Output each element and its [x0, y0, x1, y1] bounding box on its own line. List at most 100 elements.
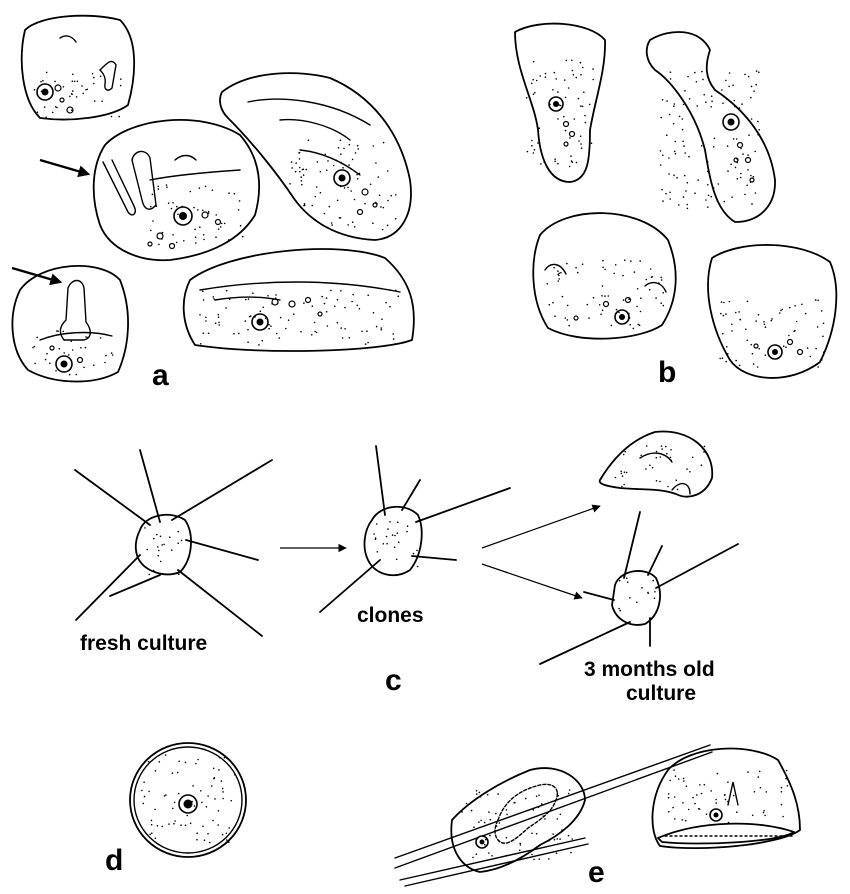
- stipple-dot: [764, 814, 766, 817]
- stipple-dot: [789, 306, 791, 309]
- stipple-dot: [68, 373, 71, 376]
- stipple-dot: [192, 785, 194, 787]
- caption-clones: clones: [357, 604, 424, 627]
- stipple-dot: [142, 802, 145, 805]
- stipple-dot: [672, 122, 675, 125]
- stipple-dot: [416, 549, 418, 552]
- stipple-dot: [392, 338, 395, 340]
- stipple-dot: [699, 784, 701, 786]
- stipple-dot: [194, 228, 196, 231]
- stipple-dot: [387, 199, 389, 202]
- stipple-dot: [91, 72, 94, 75]
- stipple-dot: [695, 81, 698, 83]
- stipple-dot: [676, 488, 679, 491]
- stipple-dot: [239, 224, 242, 227]
- stipple-dot: [546, 283, 549, 285]
- stipple-dot: [165, 794, 167, 796]
- stipple-dot: [725, 79, 727, 82]
- fiber: [394, 744, 713, 869]
- panel-b-label: b: [658, 356, 676, 389]
- stipple-dot: [715, 802, 717, 804]
- stipple-dot: [225, 832, 228, 835]
- stipple-dot: [328, 205, 331, 208]
- stipple-dot: [75, 373, 78, 376]
- stipple-dot: [725, 313, 727, 315]
- stipple-dot: [757, 133, 759, 136]
- stipple-dot: [336, 321, 339, 324]
- stipple-dot: [337, 147, 340, 149]
- stipple-dot: [157, 546, 159, 548]
- stipple-dot: [653, 597, 656, 599]
- stipple-dot: [571, 838, 573, 840]
- stipple-dot: [535, 795, 538, 798]
- stipple-dot: [156, 533, 158, 536]
- stipple-dot: [311, 334, 313, 336]
- stipple-dot: [406, 525, 409, 527]
- stipple-dot: [780, 786, 783, 789]
- stipple-dot: [197, 758, 199, 761]
- stipple-dot: [181, 205, 184, 208]
- stipple-dot: [702, 78, 704, 81]
- stipple-dot: [540, 803, 543, 805]
- stipple-dot: [660, 116, 662, 119]
- stipple-dot: [42, 79, 44, 82]
- stipple-dot: [639, 260, 641, 262]
- stipple-dot: [519, 842, 521, 845]
- stipple-dot: [262, 306, 265, 309]
- stipple-dot: [339, 217, 342, 219]
- stipple-dot: [618, 311, 620, 314]
- stipple-dot: [217, 810, 220, 812]
- stipple-dot: [76, 80, 79, 83]
- stipple-dot: [193, 805, 196, 807]
- stipple-dot: [228, 298, 231, 301]
- stipple-dot: [624, 450, 626, 453]
- stipple-dot: [552, 89, 554, 91]
- stipple-dot: [298, 166, 301, 169]
- stipple-dot: [538, 794, 540, 797]
- stipple-dot: [770, 319, 773, 322]
- stipple-dot: [558, 274, 560, 277]
- stipple-dot: [357, 148, 360, 150]
- stipple-dot: [632, 327, 635, 330]
- stipple-dot: [531, 82, 533, 85]
- stipple-dot: [298, 152, 300, 154]
- stipple-dot: [307, 139, 310, 142]
- stipple-dot: [326, 325, 329, 327]
- stipple-dot: [801, 303, 803, 306]
- panel-e: e: [394, 744, 801, 889]
- stipple-dot: [158, 549, 160, 552]
- stipple-dot: [655, 456, 658, 459]
- stipple-dot: [82, 92, 84, 95]
- stipple-dot: [685, 190, 687, 192]
- stipple-dot: [648, 288, 651, 291]
- stipple-dot: [397, 295, 400, 298]
- stipple-dot: [707, 194, 710, 197]
- stipple-dot: [592, 68, 594, 70]
- stipple-dot: [727, 781, 729, 783]
- stipple-dot: [201, 801, 203, 804]
- stipple-dot: [566, 319, 569, 321]
- stipple-dot: [164, 754, 167, 756]
- stipple-dot: [484, 838, 487, 841]
- stipple-dot: [557, 118, 559, 120]
- stipple-dot: [217, 824, 219, 826]
- stipple-dot: [754, 192, 757, 194]
- stipple-dot: [395, 289, 397, 292]
- stipple-dot: [484, 843, 486, 846]
- stipple-dot: [105, 333, 108, 336]
- stipple-dot: [722, 102, 724, 104]
- stipple-dot: [99, 75, 102, 78]
- stipple-dot: [159, 535, 162, 538]
- stipple-dot: [336, 298, 339, 301]
- stipple-dot: [176, 771, 179, 774]
- stipple-dot: [727, 170, 729, 172]
- stipple-dot: [739, 318, 741, 321]
- stipple-dot: [378, 194, 381, 197]
- stipple-dot: [738, 364, 741, 367]
- stipple-dot: [570, 155, 572, 157]
- stipple-dot: [629, 324, 631, 326]
- stipple-dot: [673, 769, 675, 771]
- stipple-dot: [144, 527, 146, 529]
- stipple-dot: [213, 777, 215, 780]
